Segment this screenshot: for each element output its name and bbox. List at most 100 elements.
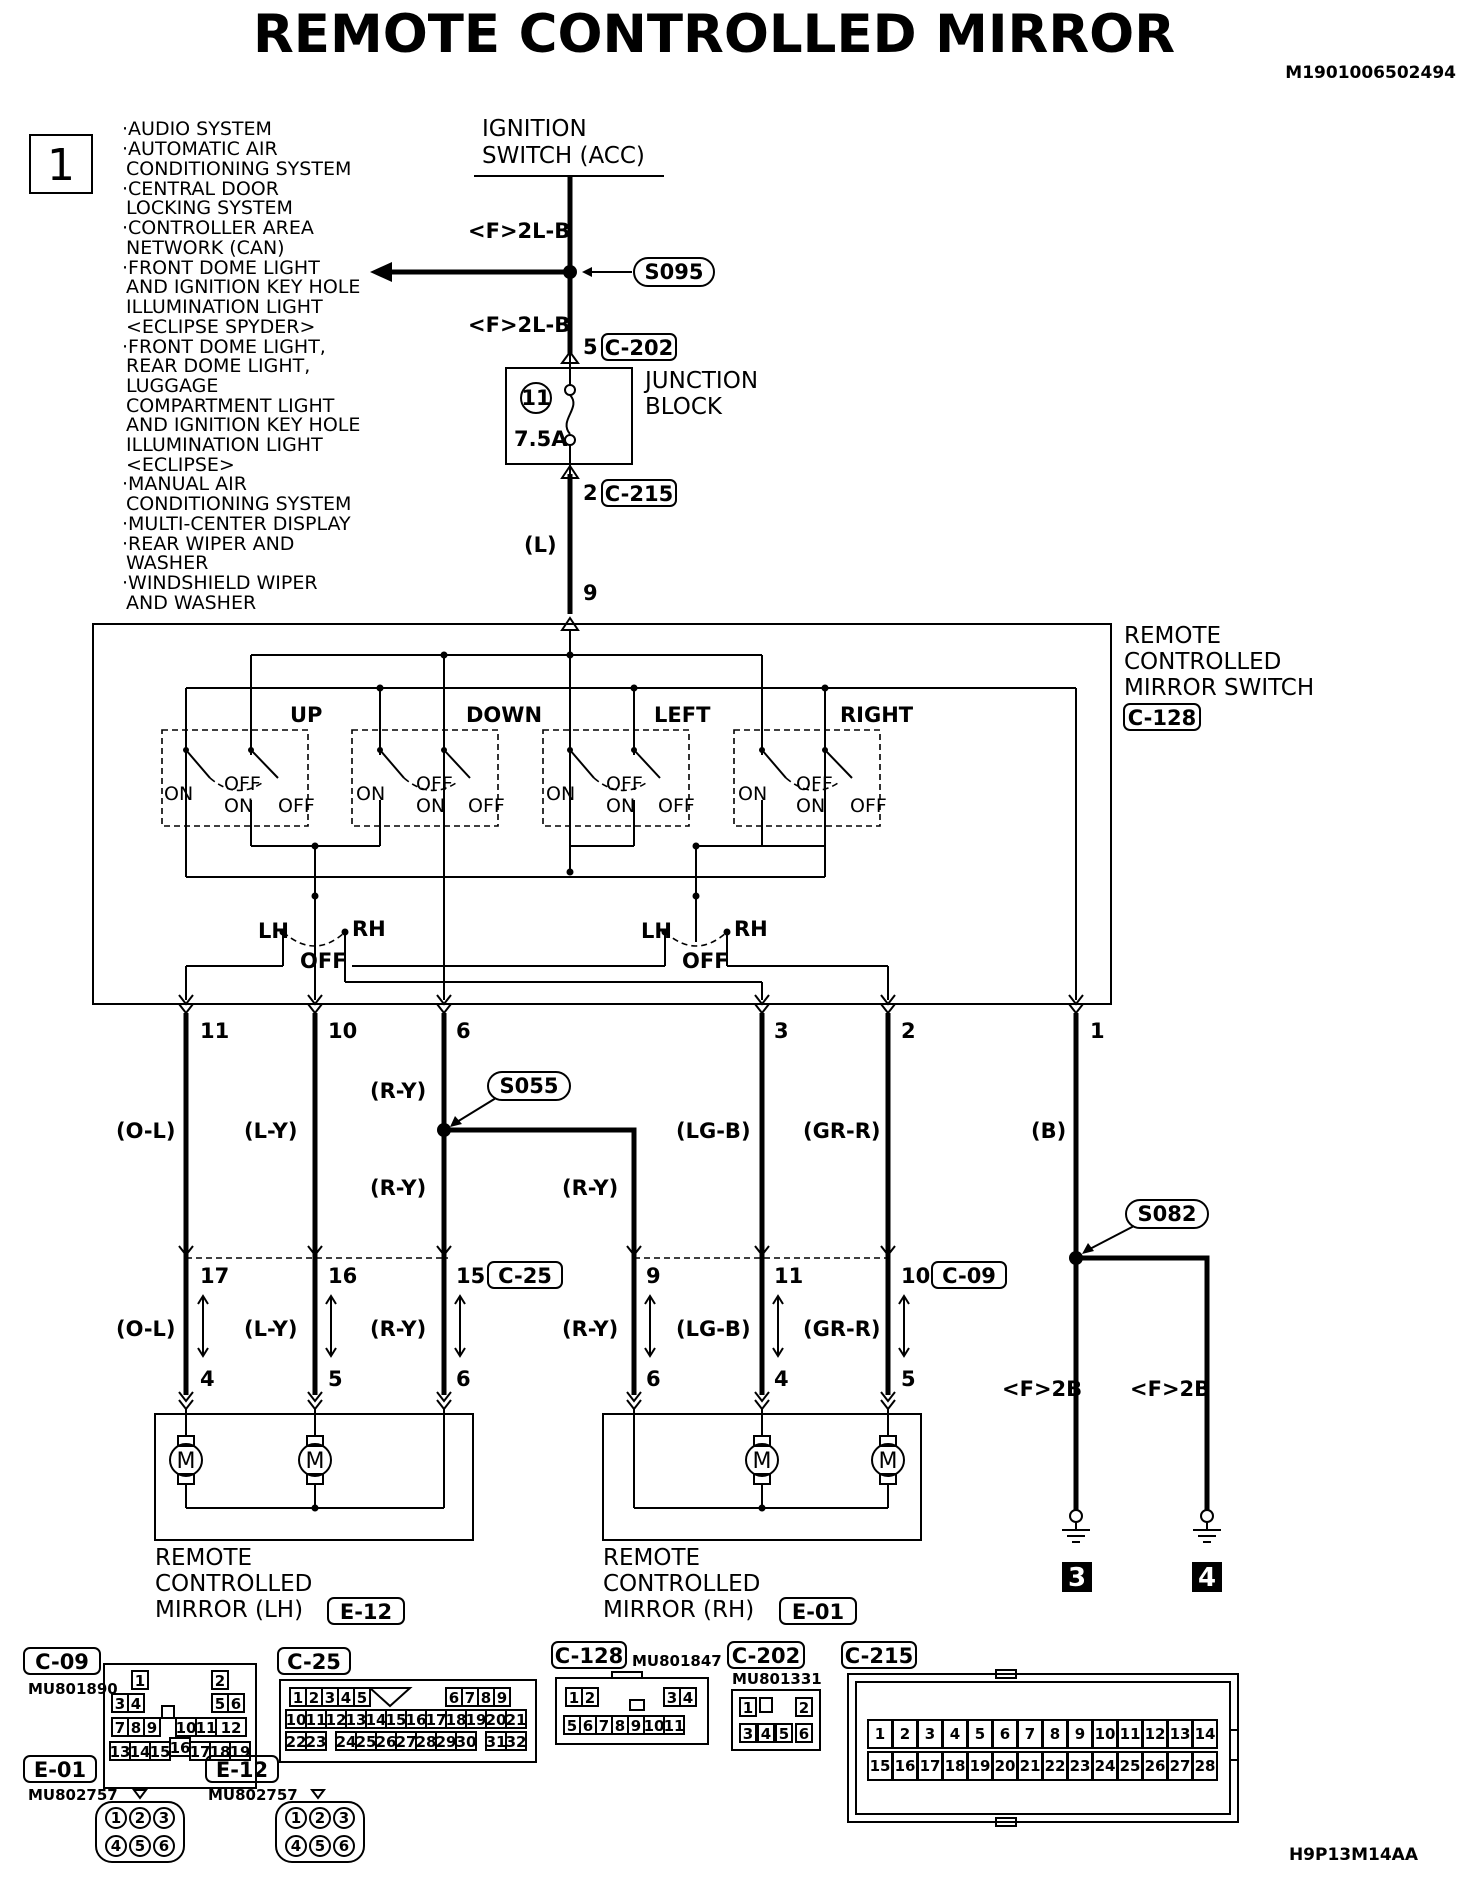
splice-label-s055: S055 bbox=[500, 1074, 559, 1098]
svg-text:8: 8 bbox=[1050, 1725, 1060, 1743]
switch-contacts: ON OFF ON OFF ON OFF ON OFF ON OFF ON OF… bbox=[164, 747, 887, 817]
svg-text:25: 25 bbox=[1120, 1757, 1141, 1775]
svg-text:21: 21 bbox=[506, 1711, 527, 1729]
switch-label-line3: MIRROR SWITCH bbox=[1124, 675, 1314, 701]
svg-text:31: 31 bbox=[486, 1733, 507, 1751]
fuse-element-icon bbox=[565, 394, 575, 435]
motor-icon: M bbox=[169, 1435, 203, 1485]
connector-tag-e01-mirror bbox=[779, 1597, 857, 1625]
connector-tag-c09 bbox=[931, 1261, 1007, 1289]
svg-text:12: 12 bbox=[1145, 1725, 1166, 1743]
switch-pin-1: 1 bbox=[1090, 1019, 1105, 1043]
branch-arrow-icon bbox=[370, 262, 392, 282]
svg-text:4: 4 bbox=[291, 1837, 301, 1855]
svg-text:5: 5 bbox=[357, 1689, 367, 1707]
c09-pin-9: 9 bbox=[646, 1264, 661, 1288]
mirror-lh-wiring bbox=[185, 1409, 445, 1512]
mirror-rh-wiring bbox=[633, 1409, 889, 1512]
mirror-connector-arrows bbox=[178, 1391, 896, 1411]
svg-text:18: 18 bbox=[945, 1757, 966, 1775]
switch-pin-6: 6 bbox=[456, 1019, 471, 1043]
switch-label-line2: CONTROLLED bbox=[1124, 649, 1281, 675]
svg-text:3: 3 bbox=[925, 1725, 935, 1743]
svg-text:AND IGNITION KEY HOLE: AND IGNITION KEY HOLE bbox=[126, 414, 360, 436]
wire-label-f2b-b: <F>2B bbox=[1130, 1377, 1210, 1401]
svg-text:REAR DOME LIGHT,: REAR DOME LIGHT, bbox=[126, 355, 310, 377]
svg-text:C-128: C-128 bbox=[555, 1644, 623, 1668]
wire-label-grr: (GR-R) bbox=[803, 1119, 881, 1143]
svg-text:3: 3 bbox=[325, 1689, 335, 1707]
svg-text:RIGHT: RIGHT bbox=[840, 703, 914, 727]
svg-text:1: 1 bbox=[111, 1809, 121, 1827]
svg-text:28: 28 bbox=[1195, 1757, 1216, 1775]
junction-label-line1: JUNCTION bbox=[643, 368, 758, 394]
mirror-rh-pin-5: 5 bbox=[901, 1367, 916, 1391]
svg-text:C-25: C-25 bbox=[287, 1650, 341, 1674]
svg-text:1: 1 bbox=[291, 1809, 301, 1827]
svg-text:12: 12 bbox=[221, 1719, 242, 1737]
ground-icon bbox=[1193, 1509, 1221, 1543]
page-title: REMOTE CONTROLLED MIRROR bbox=[253, 4, 1175, 65]
wire-label-f2lb-top: <F>2L-B bbox=[468, 219, 570, 243]
svg-text:22: 22 bbox=[286, 1733, 307, 1751]
svg-text:16: 16 bbox=[895, 1757, 916, 1775]
svg-text:ON: ON bbox=[224, 795, 253, 817]
svg-text:·AUTOMATIC AIR: ·AUTOMATIC AIR bbox=[122, 138, 278, 160]
wire-label-f2lb-bottom: <F>2L-B bbox=[468, 313, 570, 337]
connector-tag-c128 bbox=[1123, 703, 1201, 731]
switch-pin-2: 2 bbox=[901, 1019, 916, 1043]
connector-label-e01-mirror: E-01 bbox=[792, 1600, 844, 1624]
connector-label-e12-mirror: E-12 bbox=[340, 1600, 392, 1624]
svg-text:24: 24 bbox=[336, 1733, 357, 1751]
motor-icon: M bbox=[745, 1435, 779, 1485]
selector-output-wiring bbox=[185, 914, 889, 1000]
svg-text:UP: UP bbox=[290, 703, 322, 727]
svg-text:9: 9 bbox=[631, 1717, 641, 1735]
svg-text:MU801331: MU801331 bbox=[732, 1670, 822, 1688]
svg-text:2: 2 bbox=[315, 1809, 325, 1827]
output-wires bbox=[183, 1013, 1210, 1510]
svg-text:8: 8 bbox=[615, 1717, 625, 1735]
svg-text:MU802757: MU802757 bbox=[28, 1786, 118, 1804]
svg-text:·AUDIO SYSTEM: ·AUDIO SYSTEM bbox=[122, 118, 272, 140]
svg-text:4: 4 bbox=[341, 1689, 351, 1707]
svg-text:26: 26 bbox=[1145, 1757, 1166, 1775]
svg-text:OFF: OFF bbox=[606, 773, 643, 795]
svg-text:1: 1 bbox=[743, 1699, 753, 1717]
svg-text:3: 3 bbox=[743, 1725, 753, 1743]
connector-view-c202: C-202 MU801331 1 2 3 4 5 6 bbox=[727, 1641, 822, 1751]
wire-label-ry-c: (R-Y) bbox=[562, 1176, 618, 1200]
svg-text:WASHER: WASHER bbox=[126, 552, 208, 574]
mirror-switch-box bbox=[92, 623, 1112, 1005]
svg-text:4: 4 bbox=[111, 1837, 121, 1855]
svg-text:C-09: C-09 bbox=[35, 1650, 89, 1674]
switch-pin-11: 11 bbox=[200, 1019, 229, 1043]
svg-text:9: 9 bbox=[497, 1689, 507, 1707]
svg-text:15: 15 bbox=[870, 1757, 891, 1775]
wire-label-ry-a: (R-Y) bbox=[370, 1079, 426, 1103]
svg-text:RH: RH bbox=[352, 917, 386, 941]
connector-view-c09: C-09 MU801890 1 2 3 4 5 6 7 8 9 10 11 12… bbox=[23, 1647, 257, 1789]
lh-rh-selector-left: LH RH OFF bbox=[258, 914, 386, 982]
svg-text:ON: ON bbox=[606, 795, 635, 817]
mirror-rh-label-line3: MIRROR (RH) bbox=[603, 1597, 754, 1623]
svg-text:6: 6 bbox=[799, 1725, 809, 1743]
svg-text:NETWORK (CAN): NETWORK (CAN) bbox=[126, 237, 285, 259]
svg-text:ON: ON bbox=[164, 783, 193, 805]
svg-text:6: 6 bbox=[159, 1837, 169, 1855]
junction-label-line2: BLOCK bbox=[645, 394, 723, 420]
connector-label-c128: C-128 bbox=[1128, 706, 1196, 730]
svg-text:15: 15 bbox=[150, 1743, 171, 1761]
svg-text:10: 10 bbox=[1095, 1725, 1116, 1743]
mirror-rh-pin-4: 4 bbox=[774, 1367, 789, 1391]
wire-label-ry3: (R-Y) bbox=[562, 1317, 618, 1341]
svg-text:CONDITIONING SYSTEM: CONDITIONING SYSTEM bbox=[126, 158, 351, 180]
fuse-number-circle bbox=[520, 382, 552, 414]
ground-number-box-4 bbox=[1192, 1562, 1222, 1592]
svg-text:5: 5 bbox=[315, 1837, 325, 1855]
svg-text:10: 10 bbox=[176, 1719, 197, 1737]
mirror-lh-label-line3: MIRROR (LH) bbox=[155, 1597, 303, 1623]
svg-text:OFF: OFF bbox=[416, 773, 453, 795]
svg-text:16: 16 bbox=[170, 1739, 191, 1757]
